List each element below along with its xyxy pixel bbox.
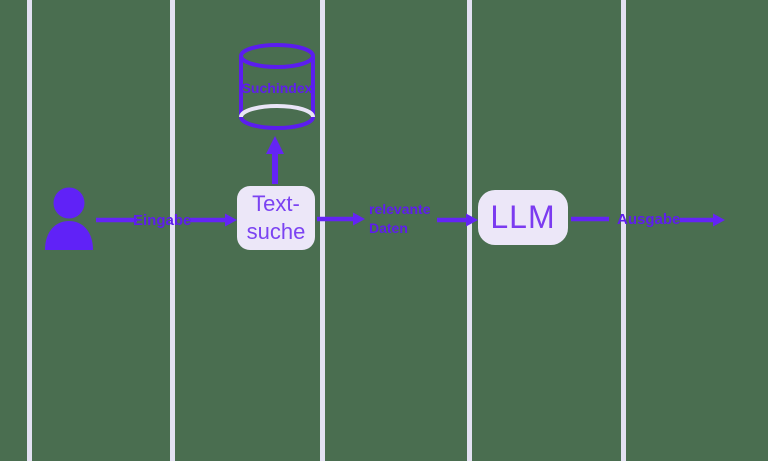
search-to-index-arrow [266,136,284,184]
llm-label: LLM [490,199,556,235]
input-edge-label: Eingabe [133,212,192,229]
user-icon [45,187,93,250]
relevant-data-label-line1: relevante [369,201,431,217]
guide-line [320,0,325,461]
node-text-search: Text- suche [237,186,315,250]
input-arrow [190,213,237,227]
output-edge-label: Ausgabe [617,211,681,228]
node-llm: LLM [478,190,568,245]
output-arrow [680,213,725,227]
text-search-label-line2: suche [246,219,306,244]
search-index-label: Suchindex [241,80,313,96]
to-llm-arrow [437,213,478,227]
results-arrow [317,212,365,226]
guide-line [621,0,626,461]
relevant-data-edge-label: relevante Daten [369,200,430,238]
guide-line [467,0,472,461]
text-search-label-line1: Text- [252,191,300,216]
guide-line [27,0,32,461]
relevant-data-label-line2: Daten [369,220,408,236]
database-cylinder-icon [239,43,315,130]
guide-line [170,0,175,461]
